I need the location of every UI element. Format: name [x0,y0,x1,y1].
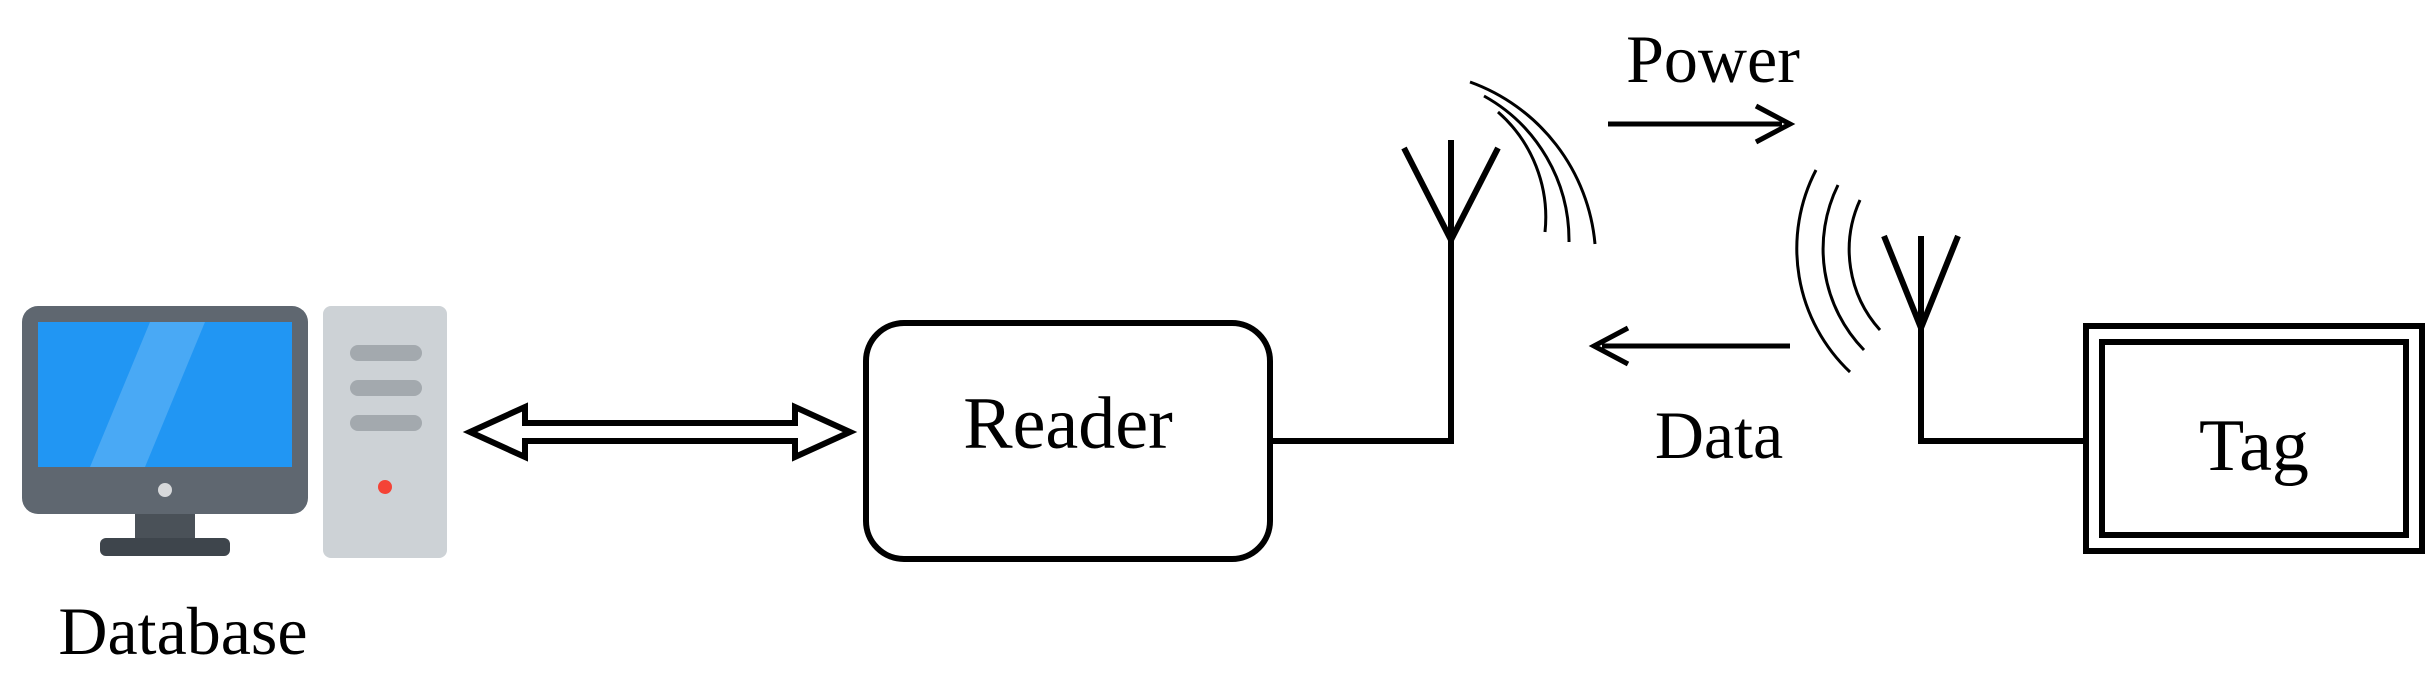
database-label: Database [58,593,307,669]
tag-label: Tag [2199,405,2309,487]
tag-box-inner [2099,339,2409,538]
data-label: Data [1655,397,1783,473]
bidirectional-arrow [462,402,858,462]
power-label: Power [1626,21,1800,97]
tag-radio-waves [1795,169,1882,374]
tag-box-outer [2083,323,2425,554]
computer-tower-icon [323,306,447,558]
desktop-computer-icon [22,306,447,558]
tag-antenna-wire [1918,326,2086,444]
tag-antenna-icon [1881,234,1961,330]
reader-antenna-icon [1401,140,1501,242]
power-arrowhead [1754,103,1796,145]
reader-label: Reader [963,383,1173,465]
data-arrowhead [1588,325,1630,367]
reader-radio-waves [1469,80,1597,245]
reader-antenna-wire [1270,238,1454,444]
monitor-icon [22,306,308,556]
